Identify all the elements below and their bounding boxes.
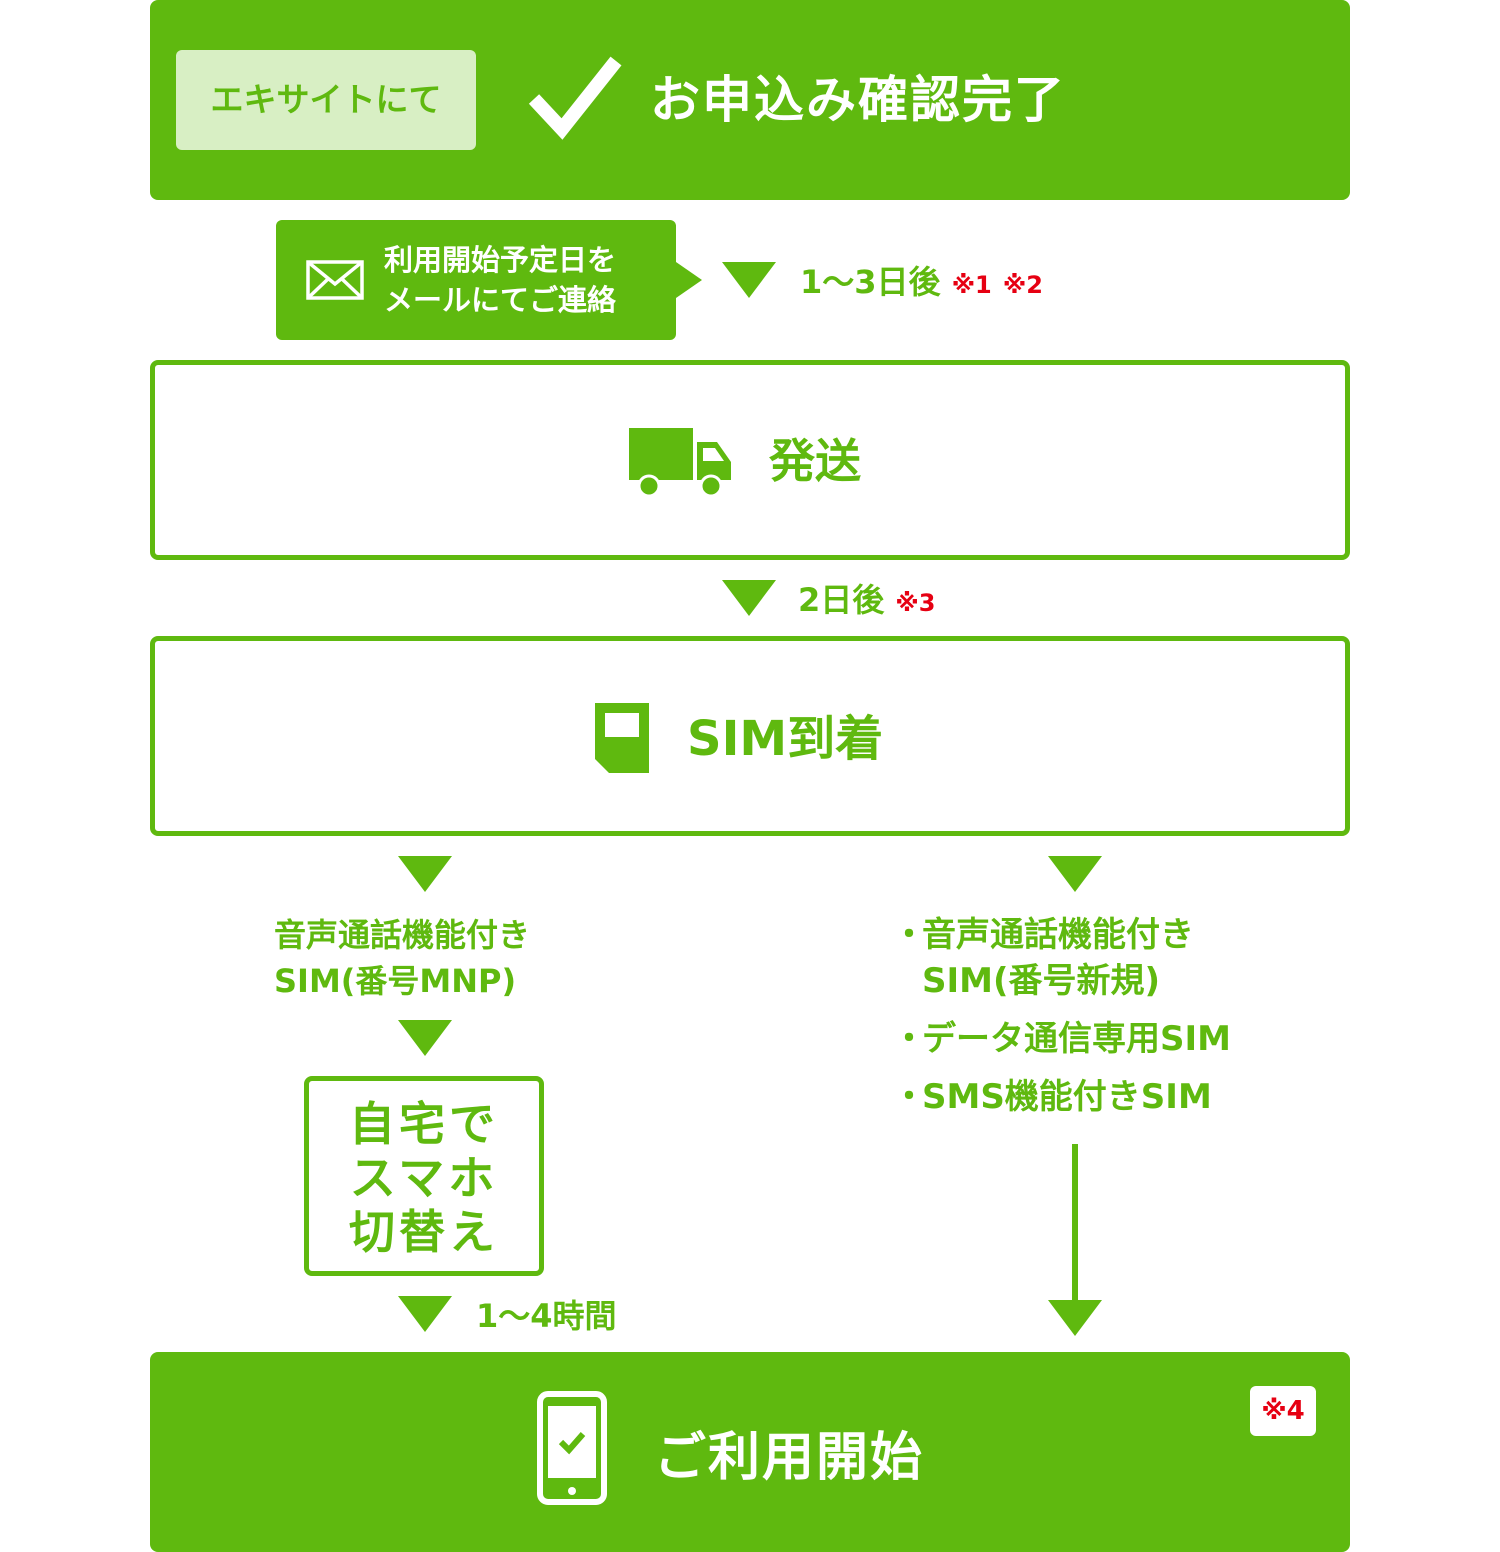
flow-arrow-down-1 <box>722 262 776 298</box>
flow-arrow-down-2 <box>722 580 776 616</box>
step-sim-arrival: SIM到着 <box>150 636 1350 836</box>
step4-title: ご利用開始 <box>654 1428 925 1488</box>
lead-time-2: 2日後 ※3 <box>798 576 935 627</box>
mnp-plan-label: 音声通話機能付き SIM(番号MNP) <box>274 912 530 1004</box>
flow-arrow-down-right-2 <box>1048 1300 1102 1336</box>
home-switch-line3: 切替え <box>349 1205 499 1259</box>
mail-icon <box>306 260 364 300</box>
step-shipping: 発送 <box>150 360 1350 560</box>
step-service-start: ご利用開始 ※4 <box>150 1352 1350 1552</box>
lead-time-3: 1〜4時間 <box>476 1297 617 1335</box>
list-item: ・ データ通信専用SIM <box>892 1016 1231 1062</box>
mail-notice: 利用開始予定日を メールにてご連絡 <box>276 220 676 340</box>
note-3: ※3 <box>895 589 936 617</box>
flow-arrow-down-left-1 <box>398 856 452 892</box>
note-4: ※4 <box>1250 1386 1316 1436</box>
bullet: ・ <box>892 1077 926 1117</box>
list-item-line1: 音声通話機能付き <box>922 915 1194 955</box>
check-icon <box>528 56 622 140</box>
flow-arrow-down-right-1 <box>1048 856 1102 892</box>
list-item-line1: データ通信専用SIM <box>922 1019 1231 1059</box>
bullet: ・ <box>892 915 926 955</box>
mail-notice-pointer <box>676 262 702 298</box>
list-item: ・ SMS機能付きSIM <box>892 1074 1231 1120</box>
flow-line-right <box>1072 1144 1078 1308</box>
step1-title: お申込み確認完了 <box>650 71 1066 129</box>
mnp-plan-line2: SIM(番号MNP) <box>274 962 517 1000</box>
truck-icon <box>629 428 731 498</box>
excite-badge: エキサイトにて <box>176 50 476 150</box>
lead-time-2-text: 2日後 <box>798 581 885 619</box>
smartphone-check-icon <box>537 1391 607 1505</box>
step2-title: 発送 <box>769 434 861 488</box>
list-item-line2: SIM(番号新規) <box>922 961 1161 1001</box>
home-switch-line1: 自宅で <box>349 1097 499 1151</box>
sim-card-icon <box>595 703 649 773</box>
home-switch-text: 自宅で スマホ 切替え <box>309 1097 539 1259</box>
step-application-confirmed: エキサイトにて お申込み確認完了 <box>150 0 1350 200</box>
flow-arrow-down-left-3 <box>398 1296 452 1332</box>
mail-notice-line1: 利用開始予定日を <box>384 243 617 277</box>
home-switch-box: 自宅で スマホ 切替え <box>304 1076 544 1276</box>
lead-time-1: 1〜3日後 ※1 ※2 <box>800 258 1043 309</box>
other-plans-list: ・ 音声通話機能付き SIM(番号新規) ・ データ通信専用SIM ・ SMS機… <box>892 912 1231 1132</box>
note-1: ※1 <box>951 271 992 299</box>
mnp-plan-line1: 音声通話機能付き <box>274 916 531 954</box>
lead-time-1-text: 1〜3日後 <box>800 263 941 301</box>
list-item: ・ 音声通話機能付き SIM(番号新規) <box>892 912 1231 1004</box>
step3-title: SIM到着 <box>687 711 884 767</box>
bullet: ・ <box>892 1019 926 1059</box>
flow-arrow-down-left-2 <box>398 1020 452 1056</box>
note-2: ※2 <box>1002 271 1043 299</box>
mail-notice-text: 利用開始予定日を メールにてご連絡 <box>384 240 616 320</box>
mail-notice-line2: メールにてご連絡 <box>384 283 617 317</box>
list-item-line1: SMS機能付きSIM <box>922 1077 1212 1117</box>
home-switch-line2: スマホ <box>349 1151 499 1205</box>
